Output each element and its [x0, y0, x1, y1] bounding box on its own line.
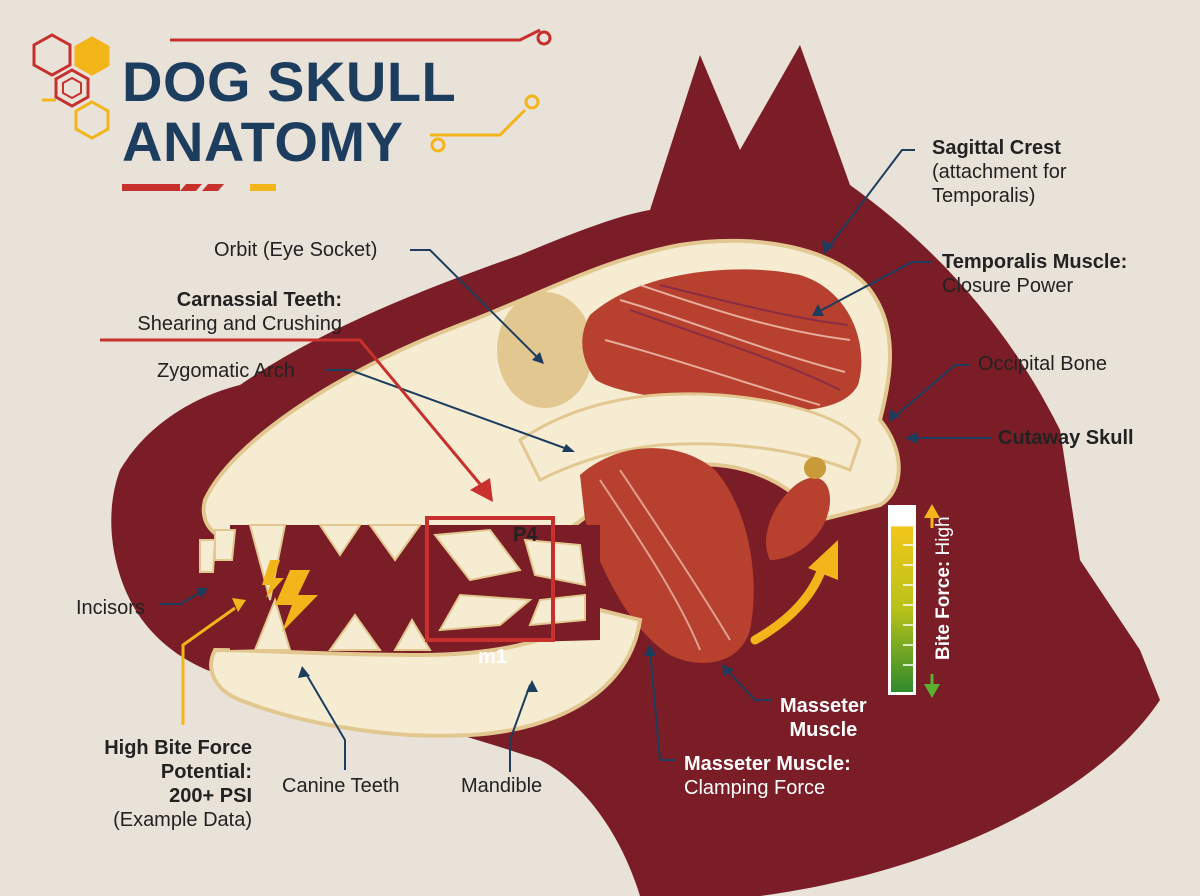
gauge-level-text: High [933, 516, 954, 556]
label-bite-force-potential: High Bite Force Potential: 200+ PSI (Exa… [60, 736, 252, 832]
gauge-label-text: Bite Force: High [933, 516, 955, 660]
label-sagittal-crest: Sagittal Crest (attachment for Temporali… [932, 136, 1067, 208]
hexagon-molecule-icon [32, 33, 110, 140]
sagittal-crest-heading: Sagittal Crest [932, 137, 1061, 159]
mandible-text: Mandible [461, 775, 543, 797]
occipital-text: Occipital Bone [978, 353, 1107, 375]
mandible-bone [209, 607, 643, 738]
callout-lines [160, 149, 992, 772]
carnassial-heading: Carnassial Teeth: [176, 289, 342, 311]
title-line-2: ANATOMY [122, 110, 404, 173]
cutaway-text: Cutaway Skull [998, 427, 1134, 449]
label-orbit: Orbit (Eye Socket) [214, 238, 377, 262]
temporalis-muscle [582, 269, 862, 411]
carnassial-sub: Shearing and Crushing [137, 313, 342, 335]
bite-potential-line-4: (Example Data) [113, 809, 252, 831]
label-cutaway: Cutaway Skull [998, 426, 1134, 450]
label-masseter-muscle: Masseter Muscle [780, 694, 867, 742]
label-masseter-clamp: Masseter Muscle: Clamping Force [684, 752, 851, 800]
masseter-line-2: Muscle [789, 719, 858, 741]
temporalis-sub: Closure Power [942, 275, 1074, 297]
bite-potential-line-3: 200+ PSI [169, 785, 252, 807]
title-underline [122, 184, 276, 191]
orbit-socket [497, 292, 593, 408]
carnassial-callout [100, 338, 487, 491]
tooth-tag-m1: m1 [478, 646, 507, 668]
label-carnassial: Carnassial Teeth: Shearing and Crushing [96, 288, 342, 336]
circuit-line-icon [42, 28, 552, 153]
label-incisors: Incisors [76, 596, 145, 620]
sagittal-crest-line-2: (attachment for [932, 161, 1067, 183]
bite-potential-line-1: High Bite Force [104, 737, 252, 759]
canine-text: Canine Teeth [282, 775, 400, 797]
masseter-clamp-heading: Masseter Muscle: [684, 753, 851, 775]
label-temporalis: Temporalis Muscle: Closure Power [942, 250, 1127, 298]
masseter-clamp-sub: Clamping Force [684, 777, 826, 799]
title-line-1: DOG SKULL [122, 50, 457, 113]
lightning-bolt-icon [262, 560, 318, 632]
incisors-text: Incisors [76, 597, 145, 619]
gauge-label-heading: Bite Force: [933, 560, 954, 660]
masseter-line-1: Masseter [780, 695, 867, 717]
bite-force-gauge [888, 504, 940, 698]
temporalis-heading: Temporalis Muscle: [942, 251, 1128, 273]
page-title: DOG SKULL ANATOMY [122, 52, 456, 172]
carnassial-highlight-box [425, 516, 555, 642]
zygomatic-arch [518, 392, 862, 483]
label-canine: Canine Teeth [282, 774, 400, 798]
label-mandible: Mandible [461, 774, 542, 798]
tooth-tag-p4: P4 [513, 524, 538, 546]
label-zygomatic: Zygomatic Arch [157, 359, 295, 383]
zygomatic-text: Zygomatic Arch [157, 360, 295, 382]
label-occipital: Occipital Bone [978, 352, 1107, 376]
sagittal-crest-line-3: Temporalis) [932, 185, 1036, 207]
orbit-text: Orbit (Eye Socket) [214, 239, 378, 261]
bite-potential-line-2: Potential: [160, 761, 252, 783]
ear-canal [804, 457, 826, 479]
posterior-muscle [766, 477, 830, 560]
gauge-label: Bite Force: High [918, 516, 978, 680]
bite-force-callout [181, 606, 236, 725]
